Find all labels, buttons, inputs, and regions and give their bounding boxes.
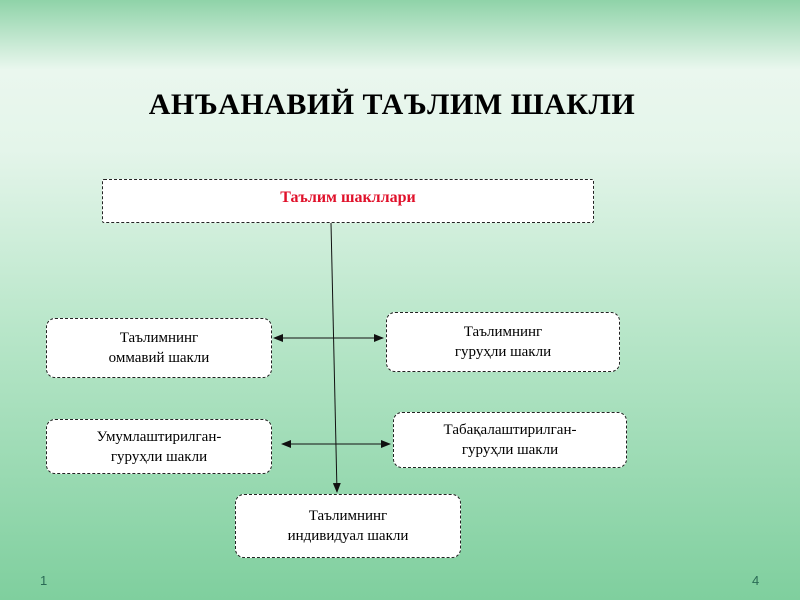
node-group-line2: гуруҳли шакли [454,344,552,360]
node-mass-line2: оммавий шакли [108,350,210,366]
node-group-line1: Таълимнинг [463,324,543,340]
node-individual-form: Таълимнинг индивидуал шакли [235,494,461,558]
page-number-right: 4 [752,573,760,588]
page-number-left: 1 [40,573,48,588]
node-generalized-line1: Умумлаштирилган- [96,428,222,445]
node-mass-form: Таълимнинг оммавий шакли [46,318,272,378]
node-mass-line1: Таълимнинг [119,330,199,346]
node-individual-line1: Таълимнинг [308,508,388,524]
node-group-form: Таълимнинг гуруҳли шакли [386,312,620,372]
node-tiered-line2: гуруҳли шакли [461,442,559,458]
trunk-connector [330,222,341,493]
root-box-forms-of-education: Таълим шакллари [102,179,594,223]
node-generalized-line2: гуруҳли шакли [110,448,208,465]
node-generalized-group-form: Умумлаштирилган- гуруҳли шакли [46,419,272,474]
root-label: Таълим шакллари [280,189,416,206]
node-tiered-line1: Табақалаштирилган- [443,422,577,438]
node-individual-line2: индивидуал шакли [287,528,409,544]
node-tiered-group-form: Табақалаштирилган- гуруҳли шакли [393,412,627,468]
page-title: АНЪАНАВИЙ ТАЪЛИМ ШАКЛИ [148,88,636,121]
